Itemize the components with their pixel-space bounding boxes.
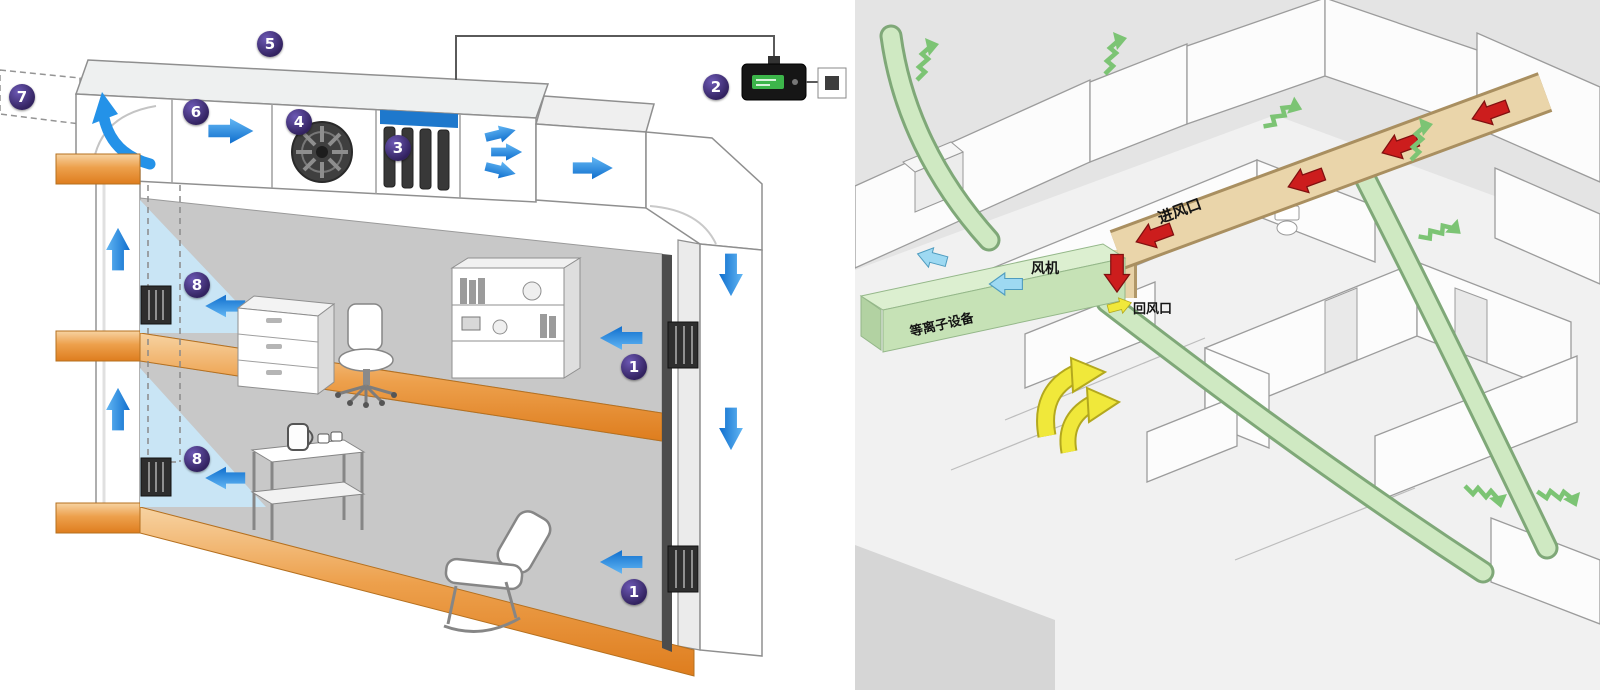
callout-badge-5: 5 — [257, 31, 283, 57]
door-openings — [1324, 287, 1488, 374]
supply-duct-right — [535, 95, 763, 657]
callout-badge-8-lower: 8 — [184, 446, 210, 472]
controller-device — [455, 35, 847, 101]
label-fan: 风机 — [1031, 261, 1059, 277]
cup-icon — [317, 433, 330, 444]
exhaust-duct — [0, 69, 81, 125]
office-cabinet — [236, 295, 336, 395]
cutaway-drawing — [0, 35, 847, 677]
render-drawing — [855, 0, 1600, 690]
callout-badge-3: 3 — [385, 135, 411, 161]
cup-icon — [330, 431, 343, 442]
return-airflow-arrows — [1036, 294, 1134, 454]
air-handling-unit — [74, 59, 550, 203]
callout-badge-4: 4 — [286, 109, 312, 135]
hvac-system-cutaway-diagram: 7 5 6 4 3 2 1 8 8 1 — [0, 0, 855, 690]
isometric-duct-render: 进风口 风机 回风口 等离子设备 — [855, 0, 1600, 690]
flexible-green-ducts — [879, 24, 1559, 584]
curved-arrow-head-icon — [92, 92, 118, 124]
callout-badge-6: 6 — [183, 99, 209, 125]
floor-shadow — [855, 545, 1055, 690]
lounge-chair — [443, 510, 552, 633]
callout-badge-1-upper: 1 — [621, 354, 647, 380]
callout-badge-8-upper: 8 — [184, 272, 210, 298]
callout-badge-7: 7 — [9, 84, 35, 110]
building-rooms — [55, 153, 695, 677]
callout-badge-2: 2 — [703, 74, 729, 100]
curved-airflow-arrow-icon — [98, 112, 156, 170]
office-chair — [335, 303, 397, 408]
slab-end-cap — [55, 502, 141, 534]
main-green-duct — [859, 243, 1127, 353]
coffee-pot-icon — [287, 423, 309, 451]
return-grille — [140, 285, 172, 497]
supply-grille — [667, 321, 699, 593]
callout-badge-1-lower: 1 — [621, 579, 647, 605]
slab-end-cap — [55, 330, 141, 362]
device-logo-stripe — [752, 75, 784, 89]
fan-icon — [291, 121, 353, 183]
wall-shelf — [450, 257, 582, 379]
building-walls — [855, 0, 1600, 625]
slab-end-cap — [55, 153, 141, 185]
console-table — [250, 423, 366, 540]
toilet-bowl — [1276, 220, 1298, 236]
label-return-air-inlet: 回风口 — [1133, 302, 1173, 317]
